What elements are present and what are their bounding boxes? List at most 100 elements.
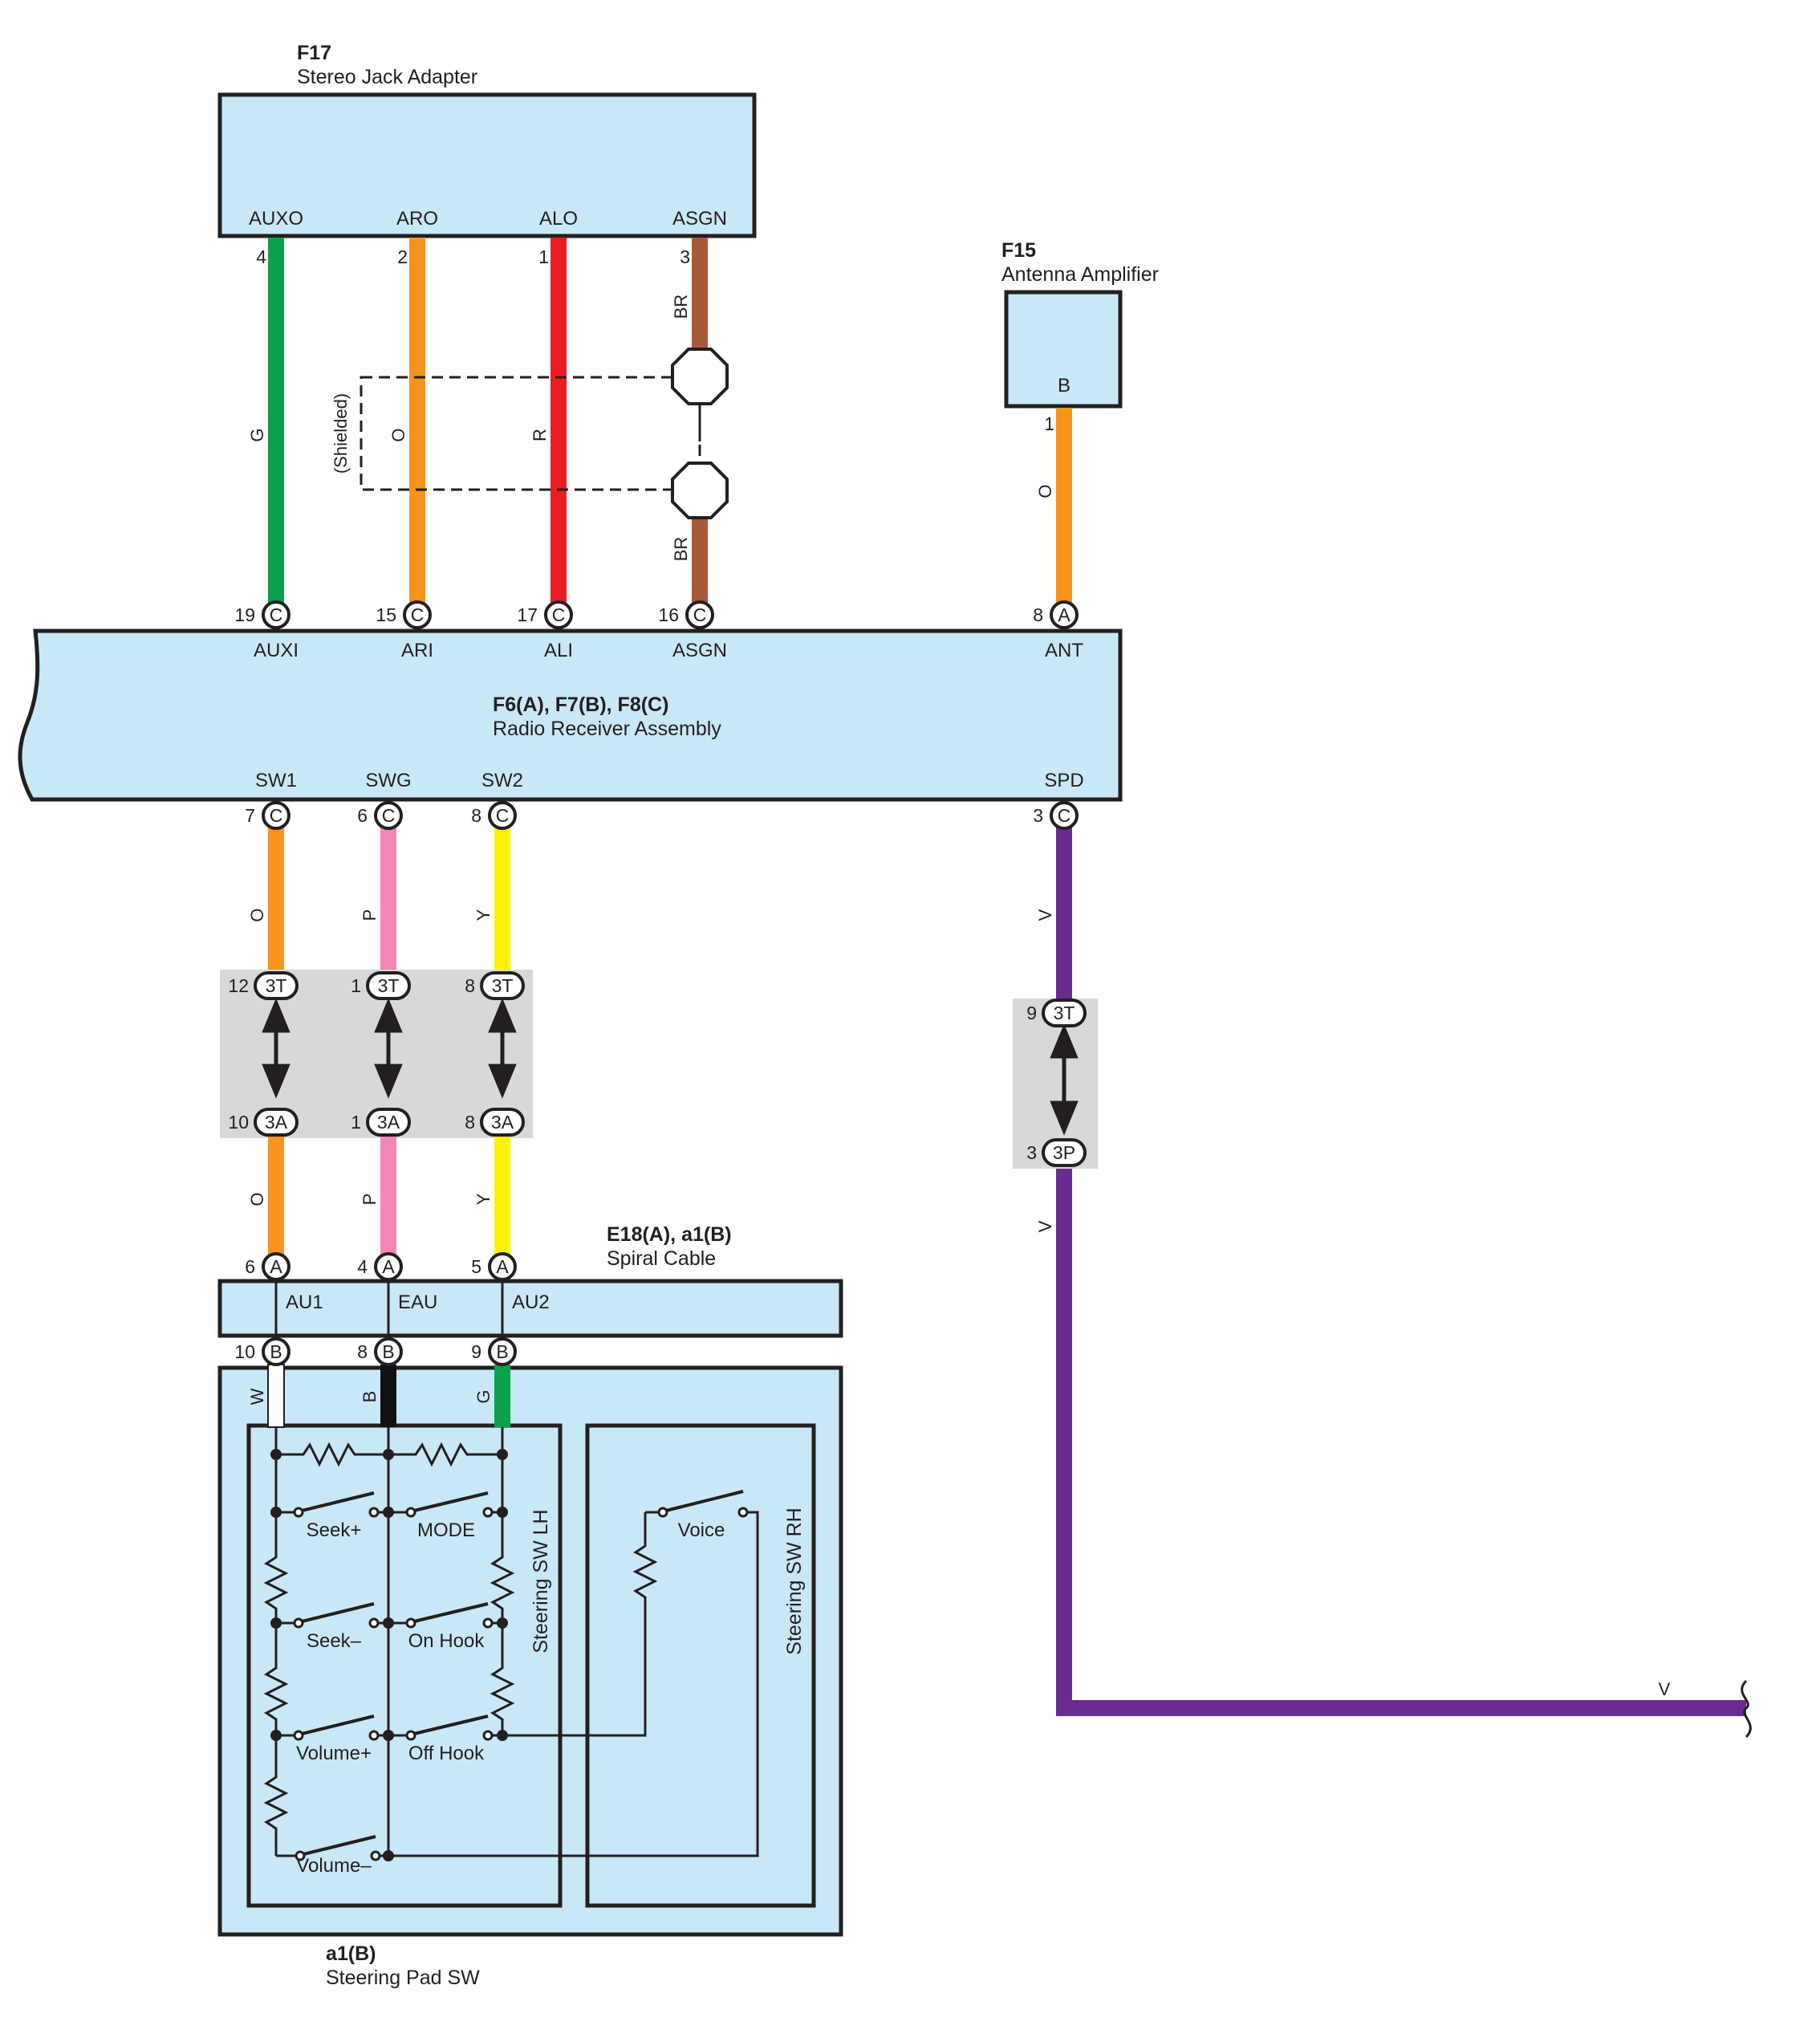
conn-letter-swg: C: [382, 805, 396, 826]
switch-mode: [413, 1491, 489, 1512]
wire-code-br-bottom: BR: [671, 537, 691, 562]
wire-code-v-spd: V: [1035, 909, 1055, 921]
contact-volume-plus-b: [368, 1730, 380, 1741]
junction-dot: [383, 1507, 394, 1518]
switch-label-voice: Voice: [678, 1519, 725, 1541]
f17-term-aro: ARO: [396, 208, 438, 230]
steering-pad-box: [217, 1365, 843, 1937]
arrow-head-up-2: [374, 998, 403, 1033]
junction-dot: [383, 1730, 394, 1741]
f17-term-auxo: AUXO: [249, 208, 303, 230]
switch-label-seek-plus: Seek+: [307, 1519, 362, 1541]
wire-code-v-horizontal: V: [1659, 1679, 1671, 1699]
connector-c-ari: [403, 600, 432, 629]
radio-term-ari: ARI: [401, 640, 433, 661]
junction-dot: [497, 1507, 508, 1518]
switch-volume-minus: [303, 1835, 376, 1856]
radio-bottom-connectors: C 7 C 6 C 8 C 3: [245, 801, 1079, 830]
connector-c-auxi: [262, 600, 290, 629]
wire-code-o-ant: O: [1035, 484, 1055, 498]
conn-letter-au1-top: A: [270, 1256, 282, 1277]
wire-code-p-lower: P: [360, 1194, 380, 1206]
spiral-name: Spiral Cable: [607, 1247, 716, 1270]
switch-label-off-hook: Off Hook: [408, 1743, 485, 1764]
shield-ground-octagon-top: [671, 348, 729, 405]
conn-3t-2: 3T: [378, 975, 400, 996]
radio-id: F6(A), F7(B), F8(C): [493, 694, 668, 716]
connector-c-asgn: [685, 600, 714, 629]
steering-sw-rh-box: [585, 1423, 816, 1908]
contact-off-hook-a: [405, 1730, 416, 1741]
resistor-right-2: [490, 1660, 515, 1735]
switch-label-volume-minus: Volume–: [296, 1855, 372, 1877]
switch-seek-minus: [301, 1602, 375, 1623]
spiral-connectors: A 6 A 4 A 5: [245, 1252, 517, 1281]
junction-dot: [497, 1617, 508, 1629]
connector-a-ant: [1050, 600, 1079, 629]
pin-ali: 17: [517, 604, 538, 625]
f17-name: Stereo Jack Adapter: [297, 66, 477, 88]
pin-spd: 3: [1033, 805, 1043, 826]
radio-term-spd: SPD: [1044, 770, 1083, 791]
connector-b-au1: [262, 1337, 290, 1366]
wire-code-y-sw2: Y: [473, 909, 494, 921]
wire-code-y-lower: Y: [473, 1193, 494, 1205]
arrow-head-up-v: [1050, 1023, 1079, 1059]
radio-term-auxi: AUXI: [254, 640, 299, 661]
radio-top-connectors: C 19 C 15 C 17 C 16 A 8: [234, 600, 1079, 629]
arrow-head-up-3: [488, 998, 517, 1033]
connector-c-spd: [1050, 801, 1079, 830]
arrow-head-down-v: [1050, 1100, 1079, 1136]
arrow-head-down-2: [374, 1064, 403, 1099]
arrow-head-up-1: [262, 998, 290, 1033]
conn-letter-eau-top: A: [382, 1256, 395, 1277]
junction-dot: [497, 1449, 508, 1460]
pin-sw2: 8: [471, 805, 481, 826]
pin-swg: 6: [357, 805, 368, 826]
f17-pin-auxo: 4: [256, 246, 266, 267]
connector-b-au2: [488, 1337, 517, 1366]
switch-off-hook: [413, 1715, 489, 1735]
switch-label-on-hook: On Hook: [408, 1630, 485, 1652]
spiral-term-au2: AU2: [512, 1292, 550, 1313]
steering-sw-lh-box: [246, 1423, 563, 1908]
junction-dot: [497, 1730, 508, 1741]
switch-network: [263, 1427, 759, 1861]
pad-name: Steering Pad SW: [326, 1967, 480, 1989]
junction-dot: [383, 1617, 394, 1629]
resistor-voice: [632, 1512, 658, 1609]
contact-seek-minus-a: [293, 1617, 304, 1629]
radio-receiver-box: [18, 629, 1123, 802]
contact-voice-a: [657, 1507, 668, 1518]
junction-dot: [270, 1730, 282, 1741]
spiral-cable-box: [217, 1279, 843, 1338]
contact-on-hook-a: [405, 1617, 416, 1629]
connector-b-eau: [374, 1337, 403, 1366]
conn-letter-ant: A: [1058, 604, 1070, 625]
link-voice-ground: [388, 1511, 759, 1857]
connector-3a-3: [480, 1108, 525, 1137]
junction-dot: [270, 1507, 282, 1518]
link-offhook-voice: [502, 1609, 647, 1737]
f15-id: F15: [1001, 239, 1036, 262]
conn-3t-1: 3T: [266, 975, 287, 996]
wire-code-w: W: [247, 1388, 267, 1405]
wire-code-g: G: [247, 428, 267, 441]
spiral-term-eau: EAU: [398, 1292, 437, 1313]
pin-auxi: 19: [234, 604, 255, 625]
contact-mode-b: [482, 1507, 494, 1518]
conn-letter-spd: C: [1058, 805, 1071, 826]
f17-pin-asgn: 3: [680, 246, 690, 267]
spiral-term-au1: AU1: [286, 1292, 323, 1313]
wire-code-o-sw1: O: [247, 908, 267, 921]
junction-dot: [270, 1617, 282, 1629]
wire-code-p-swg: P: [360, 909, 380, 921]
f15-pin-1: 1: [1044, 413, 1054, 434]
pin-au2-bottom: 9: [471, 1341, 481, 1362]
contact-seek-plus-b: [368, 1507, 380, 1518]
spiral-bottom-connectors: B 10 B 8 B 9: [234, 1337, 517, 1366]
conn-letter-au2-bottom: B: [496, 1341, 508, 1362]
conn-3a-3: 3A: [491, 1112, 514, 1133]
wire-code-br-top: BR: [671, 295, 691, 319]
pin-3a-2: 1: [351, 1112, 361, 1133]
